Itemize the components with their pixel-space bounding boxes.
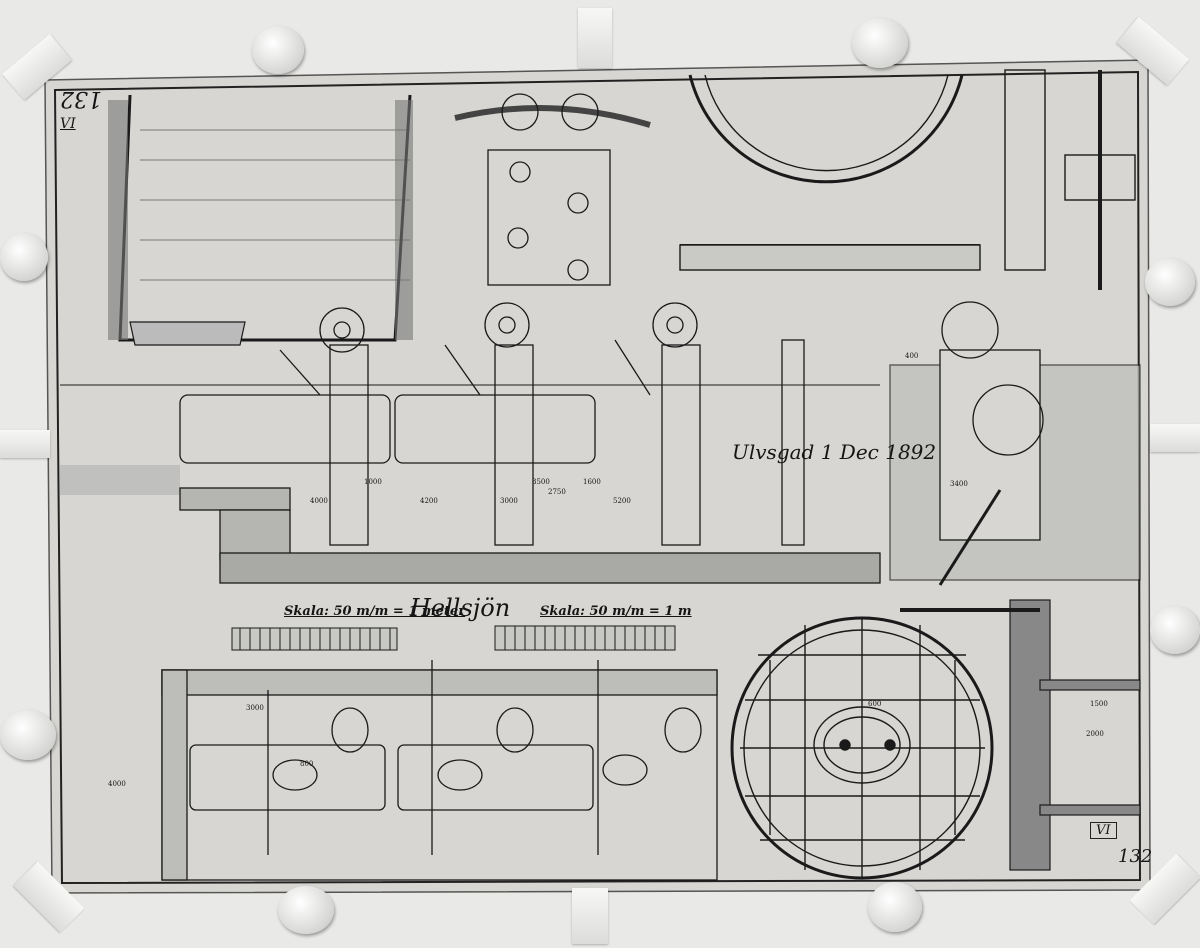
dimension-label: 1600	[583, 478, 601, 486]
dimension-label: 4000	[108, 780, 126, 788]
roman-numeral-top-left: VI	[60, 116, 76, 132]
pipe-elevation	[60, 301, 1141, 584]
pushpin-right-lower	[1150, 606, 1200, 654]
plan-view	[161, 660, 718, 881]
plate-detail	[454, 93, 651, 286]
semicircular-frame	[679, 69, 1136, 290]
tape-top-center	[578, 8, 612, 68]
scale-bars	[231, 625, 676, 651]
pushpin-bottom-right	[868, 882, 922, 932]
dimension-label: 3400	[950, 480, 968, 488]
dimension-label: 4000	[310, 497, 328, 505]
lake-title: Hellsjön	[410, 594, 511, 622]
scale-label-left: Skala: 50 m/m = 1 meter	[284, 604, 466, 619]
date-annotation: Ulvsgad 1 Dec 1892	[732, 440, 937, 464]
sheet-number-bottom-right: 132	[1118, 846, 1153, 867]
scale-label-right: Skala: 50 m/m = 1 m	[540, 604, 692, 619]
pushpin-top-right	[852, 18, 908, 68]
dimension-label: 1500	[1090, 700, 1108, 708]
tape-bottom-center	[572, 888, 608, 944]
dimension-label: 400	[905, 352, 919, 360]
dimension-label: 3000	[500, 497, 518, 505]
dimension-label: 4200	[420, 497, 438, 505]
dimension-label: 800	[300, 760, 314, 768]
beam-section	[900, 489, 1141, 871]
dimension-label: 600	[868, 700, 882, 708]
pushpin-top-left	[252, 26, 304, 74]
dimension-label: 5200	[613, 497, 631, 505]
tape-left-middle	[0, 430, 50, 458]
pushpin-bottom-left	[278, 886, 334, 934]
dimension-label: 1000	[364, 478, 382, 486]
pushpin-left-upper	[0, 233, 48, 281]
dimension-label: 2750	[548, 488, 566, 496]
roman-numeral-bottom-right: VI	[1090, 822, 1117, 839]
tape-right-middle	[1150, 424, 1200, 452]
dimension-label: 3500	[532, 478, 550, 486]
round-grid-plate	[730, 616, 994, 880]
dimension-label: 3000	[246, 704, 264, 712]
pushpin-left-lower	[0, 710, 56, 760]
dimension-label: 2000	[1086, 730, 1104, 738]
pushpin-right-upper	[1145, 258, 1195, 306]
sheet-number-top-left: 132	[60, 86, 102, 111]
tank-section-drawing	[108, 94, 413, 346]
